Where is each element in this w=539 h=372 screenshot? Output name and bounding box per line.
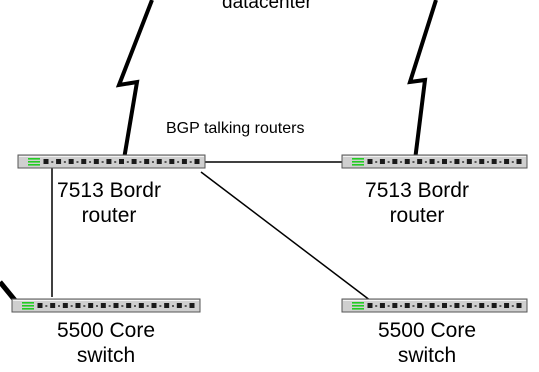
left-border-router-icon <box>17 154 206 169</box>
right-core-switch-label: 5500 Core switch <box>337 318 517 368</box>
port <box>442 159 447 164</box>
status-led <box>22 305 34 307</box>
status-led <box>22 308 34 310</box>
status-led <box>28 161 40 163</box>
port <box>113 303 119 308</box>
port <box>479 303 485 308</box>
port <box>68 159 74 164</box>
left-core-switch-model: 5500 Core <box>56 319 156 342</box>
port <box>466 303 472 308</box>
port <box>516 303 522 308</box>
left-border-router-role: router <box>81 204 137 228</box>
port <box>144 159 150 164</box>
port <box>516 159 522 164</box>
port <box>491 303 497 308</box>
port <box>100 303 106 308</box>
port <box>417 159 423 164</box>
port <box>392 303 398 308</box>
port <box>37 303 43 308</box>
port <box>169 159 175 164</box>
right-core-switch-role: switch <box>397 344 457 368</box>
left-core-switch-icon <box>11 298 201 313</box>
port <box>156 159 162 164</box>
status-led <box>28 164 40 166</box>
port <box>176 303 182 308</box>
port <box>93 159 99 164</box>
status-led <box>22 302 34 304</box>
port <box>429 303 435 308</box>
left-border-router-label: 7513 Bordr router <box>19 178 199 228</box>
port <box>194 159 200 164</box>
port <box>429 159 435 164</box>
status-led <box>352 308 364 310</box>
port <box>106 159 112 164</box>
status-led <box>28 158 40 160</box>
port <box>379 303 385 308</box>
port <box>75 303 81 308</box>
port <box>379 159 385 164</box>
port <box>367 303 373 308</box>
port <box>131 159 137 164</box>
status-led <box>352 161 364 163</box>
wan-link-right-bolt <box>407 0 438 161</box>
port <box>56 159 62 164</box>
port <box>189 303 195 308</box>
right-core-switch-icon <box>341 298 528 313</box>
port <box>491 159 497 164</box>
left-core-switch-role: switch <box>76 344 136 368</box>
port <box>392 159 398 164</box>
bgp-routers-label: BGP talking routers <box>166 120 305 137</box>
port <box>181 159 187 164</box>
port <box>88 303 94 308</box>
status-led <box>352 302 364 304</box>
status-led <box>352 158 364 160</box>
port <box>404 159 410 164</box>
port <box>442 303 447 308</box>
status-led <box>352 305 364 307</box>
right-border-router-model: 7513 Bordr <box>365 179 469 202</box>
port <box>504 159 510 164</box>
left-border-router-model: 7513 Bordr <box>57 179 161 202</box>
right-border-router-icon <box>341 154 528 169</box>
port <box>43 159 49 164</box>
port <box>138 303 144 308</box>
port <box>454 159 460 164</box>
port <box>404 303 410 308</box>
port <box>81 159 87 164</box>
port <box>126 303 132 308</box>
port <box>466 159 472 164</box>
left-core-switch-label: 5500 Core switch <box>16 318 196 368</box>
right-border-router-role: router <box>389 204 445 228</box>
right-border-router-label: 7513 Bordr router <box>327 178 507 228</box>
right-core-switch-model: 5500 Core <box>377 319 477 342</box>
port <box>62 303 68 308</box>
port <box>164 303 170 308</box>
port <box>119 159 124 164</box>
status-led <box>352 164 364 166</box>
wan-link-left-bolt <box>115 0 154 166</box>
port <box>504 303 510 308</box>
port <box>151 303 157 308</box>
port <box>454 303 460 308</box>
port <box>367 159 373 164</box>
link-left-border-to-right-core <box>200 171 376 305</box>
datacenter-label: datacenter <box>222 0 312 13</box>
port <box>479 159 485 164</box>
port <box>50 303 56 308</box>
port <box>417 303 423 308</box>
